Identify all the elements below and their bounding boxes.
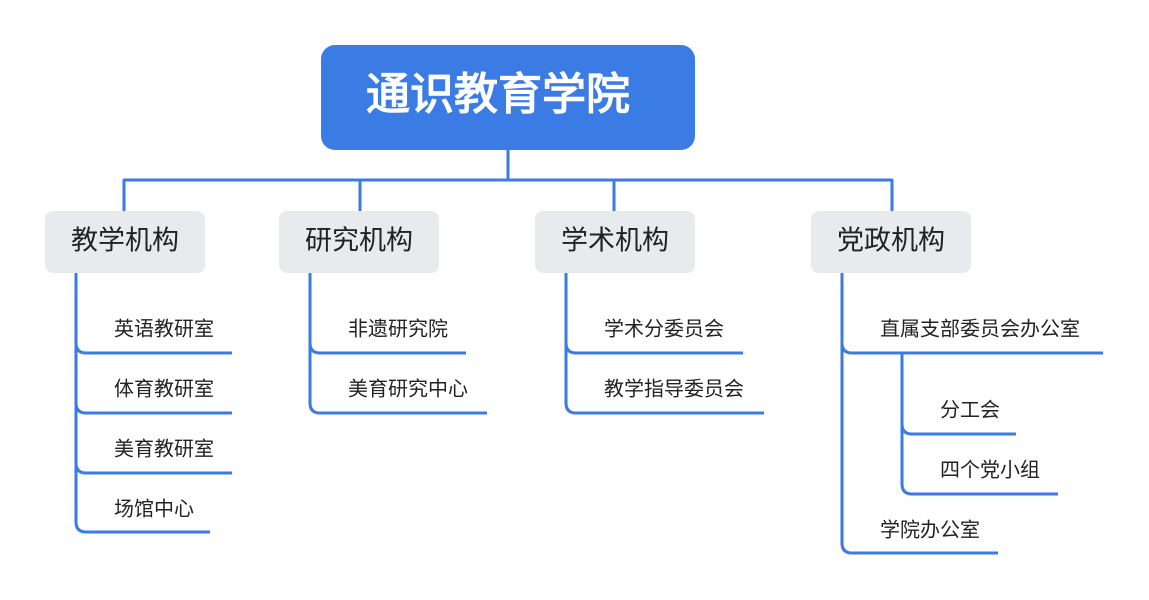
category-title: 教学机构 [71,226,179,257]
leaf-label: 学院办公室 [880,518,980,542]
category-teaching: 教学机构 英语教研室 体育教研室 美育教研室 场馆中心 [45,211,232,534]
category-trunk [308,273,487,415]
branch-connector [900,423,1016,436]
branch-connector [74,402,232,415]
category-box [811,211,971,273]
category-box [45,211,205,273]
root-connector [122,150,894,211]
root-node: 通识教育学院 [321,45,695,150]
category-title: 学术机构 [561,226,669,257]
category-box [535,211,695,273]
branch-connector [74,462,232,475]
category-title: 党政机构 [837,226,945,257]
category-academic: 学术机构 学术分委员会 教学指导委员会 [535,211,764,415]
leaf-label: 分工会 [940,398,1000,422]
category-research: 研究机构 非遗研究院 美育研究中心 [279,211,487,415]
category-party-admin: 党政机构 直属支部委员会办公室 分工会 四个党小组 学院办公室 [811,211,1103,555]
leaf-label: 四个党小组 [940,458,1040,482]
category-trunk [840,273,998,555]
leaf-label: 美育教研室 [114,437,214,461]
leaf-label: 教学指导委员会 [604,377,744,401]
root-box [321,45,695,150]
leaf-label: 英语教研室 [114,317,214,341]
leaf-label: 非遗研究院 [348,317,448,341]
category-trunk [564,273,764,415]
category-trunk [74,273,210,534]
category-box [279,211,439,273]
branch-connector [74,342,232,355]
leaf-label: 学术分委员会 [604,317,724,341]
leaf-label: 体育教研室 [114,377,214,401]
leaf-label: 直属支部委员会办公室 [880,317,1080,341]
sub-trunk [900,353,1058,496]
branch-connector [564,342,743,355]
category-title: 研究机构 [305,226,413,257]
branch-connector [840,342,1103,355]
root-title: 通识教育学院 [366,69,630,120]
branch-connector [308,342,466,355]
leaf-label: 场馆中心 [114,497,194,521]
leaf-label: 美育研究中心 [348,377,468,401]
